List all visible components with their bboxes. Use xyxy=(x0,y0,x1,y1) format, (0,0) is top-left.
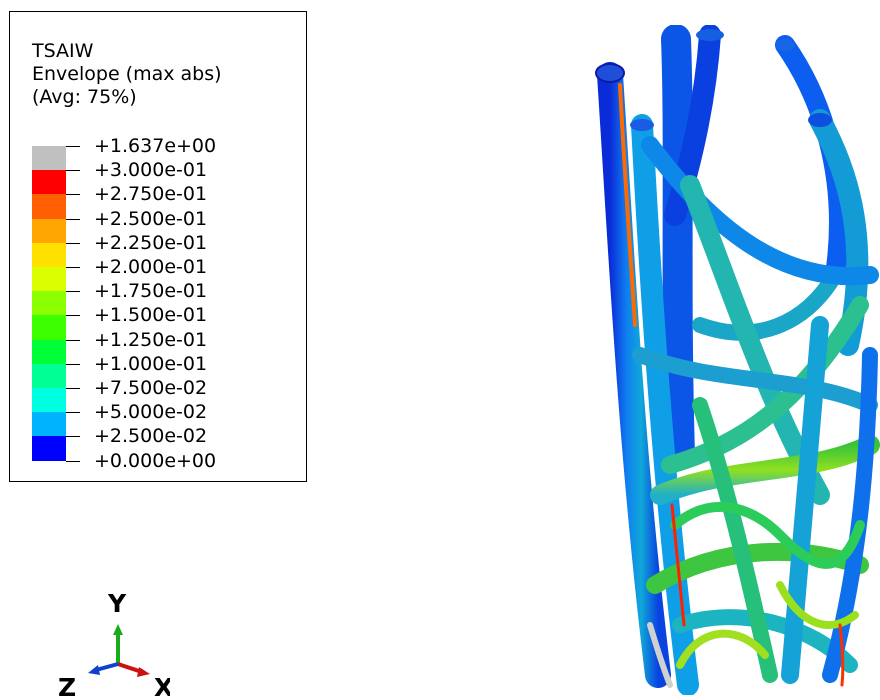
legend-swatch xyxy=(32,146,66,171)
legend-swatch xyxy=(32,315,66,340)
legend-level-label: +1.000e-01 xyxy=(94,352,208,375)
legend-tick xyxy=(66,242,80,244)
legend-level-label: +7.500e-02 xyxy=(94,377,208,399)
legend-tick xyxy=(66,218,80,220)
legend-swatch xyxy=(32,363,66,388)
legend-swatch xyxy=(32,170,66,195)
legend-level-label: +2.750e-01 xyxy=(94,183,208,206)
legend-tick xyxy=(66,194,80,196)
lattice-structure xyxy=(595,25,880,695)
legend-tick xyxy=(66,146,80,147)
legend-level-label: +1.250e-01 xyxy=(94,328,208,351)
axis-triad: Y X Z xyxy=(58,589,170,698)
legend-tick xyxy=(66,460,80,462)
legend-tick xyxy=(66,339,80,341)
legend-level-label: +2.500e-02 xyxy=(94,425,208,448)
legend-level-label: +2.000e-01 xyxy=(94,256,208,278)
legend-swatch xyxy=(32,339,66,364)
legend-level-label: +2.250e-01 xyxy=(94,231,208,254)
y-axis-label: Y xyxy=(107,589,127,618)
legend-tick xyxy=(66,436,80,438)
legend-swatch xyxy=(32,388,66,413)
legend-level-label: +5.000e-02 xyxy=(94,401,208,424)
legend-level-label: +1.750e-01 xyxy=(94,280,208,303)
legend-tick xyxy=(66,267,80,268)
z-axis-arrowhead xyxy=(88,665,100,675)
legend-swatch xyxy=(32,412,66,437)
legend-variable-name: TSAIW xyxy=(32,40,94,62)
y-axis-arrowhead xyxy=(113,624,123,635)
legend-swatch xyxy=(32,436,66,461)
legend-tick xyxy=(66,363,80,365)
legend-tick xyxy=(66,388,80,389)
legend-tick xyxy=(66,170,80,172)
legend-tick xyxy=(66,291,80,293)
legend-level-label: +2.500e-01 xyxy=(94,207,208,230)
z-axis-label: Z xyxy=(58,673,76,698)
legend-level-label: +1.637e+00 xyxy=(94,135,217,157)
legend-level-label: +0.000e+00 xyxy=(94,449,217,472)
x-axis-label: X xyxy=(154,673,170,698)
legend-averaging-text: (Avg: 75%) xyxy=(32,86,137,108)
x-axis-arrow xyxy=(117,662,143,674)
legend-tick xyxy=(66,315,80,317)
legend-swatch xyxy=(32,218,66,243)
legend-swatch xyxy=(32,267,66,292)
legend-swatch xyxy=(32,291,66,316)
legend-envelope-text: Envelope (max abs) xyxy=(32,63,222,85)
legend-swatch xyxy=(32,194,66,219)
legend-level-label: +3.000e-01 xyxy=(94,159,208,182)
color-scale: +1.637e+00+3.000e-01+2.750e-01+2.500e-01… xyxy=(32,136,216,474)
legend-level-label: +1.500e-01 xyxy=(94,304,208,327)
fea-model-view xyxy=(595,25,880,695)
contour-legend: TSAIW Envelope (max abs) (Avg: 75%) +1.6… xyxy=(9,11,307,482)
legend-tick xyxy=(66,412,80,414)
z-axis-arrow xyxy=(95,662,119,672)
x-axis-arrowhead xyxy=(137,667,150,677)
legend-swatch xyxy=(32,242,66,267)
